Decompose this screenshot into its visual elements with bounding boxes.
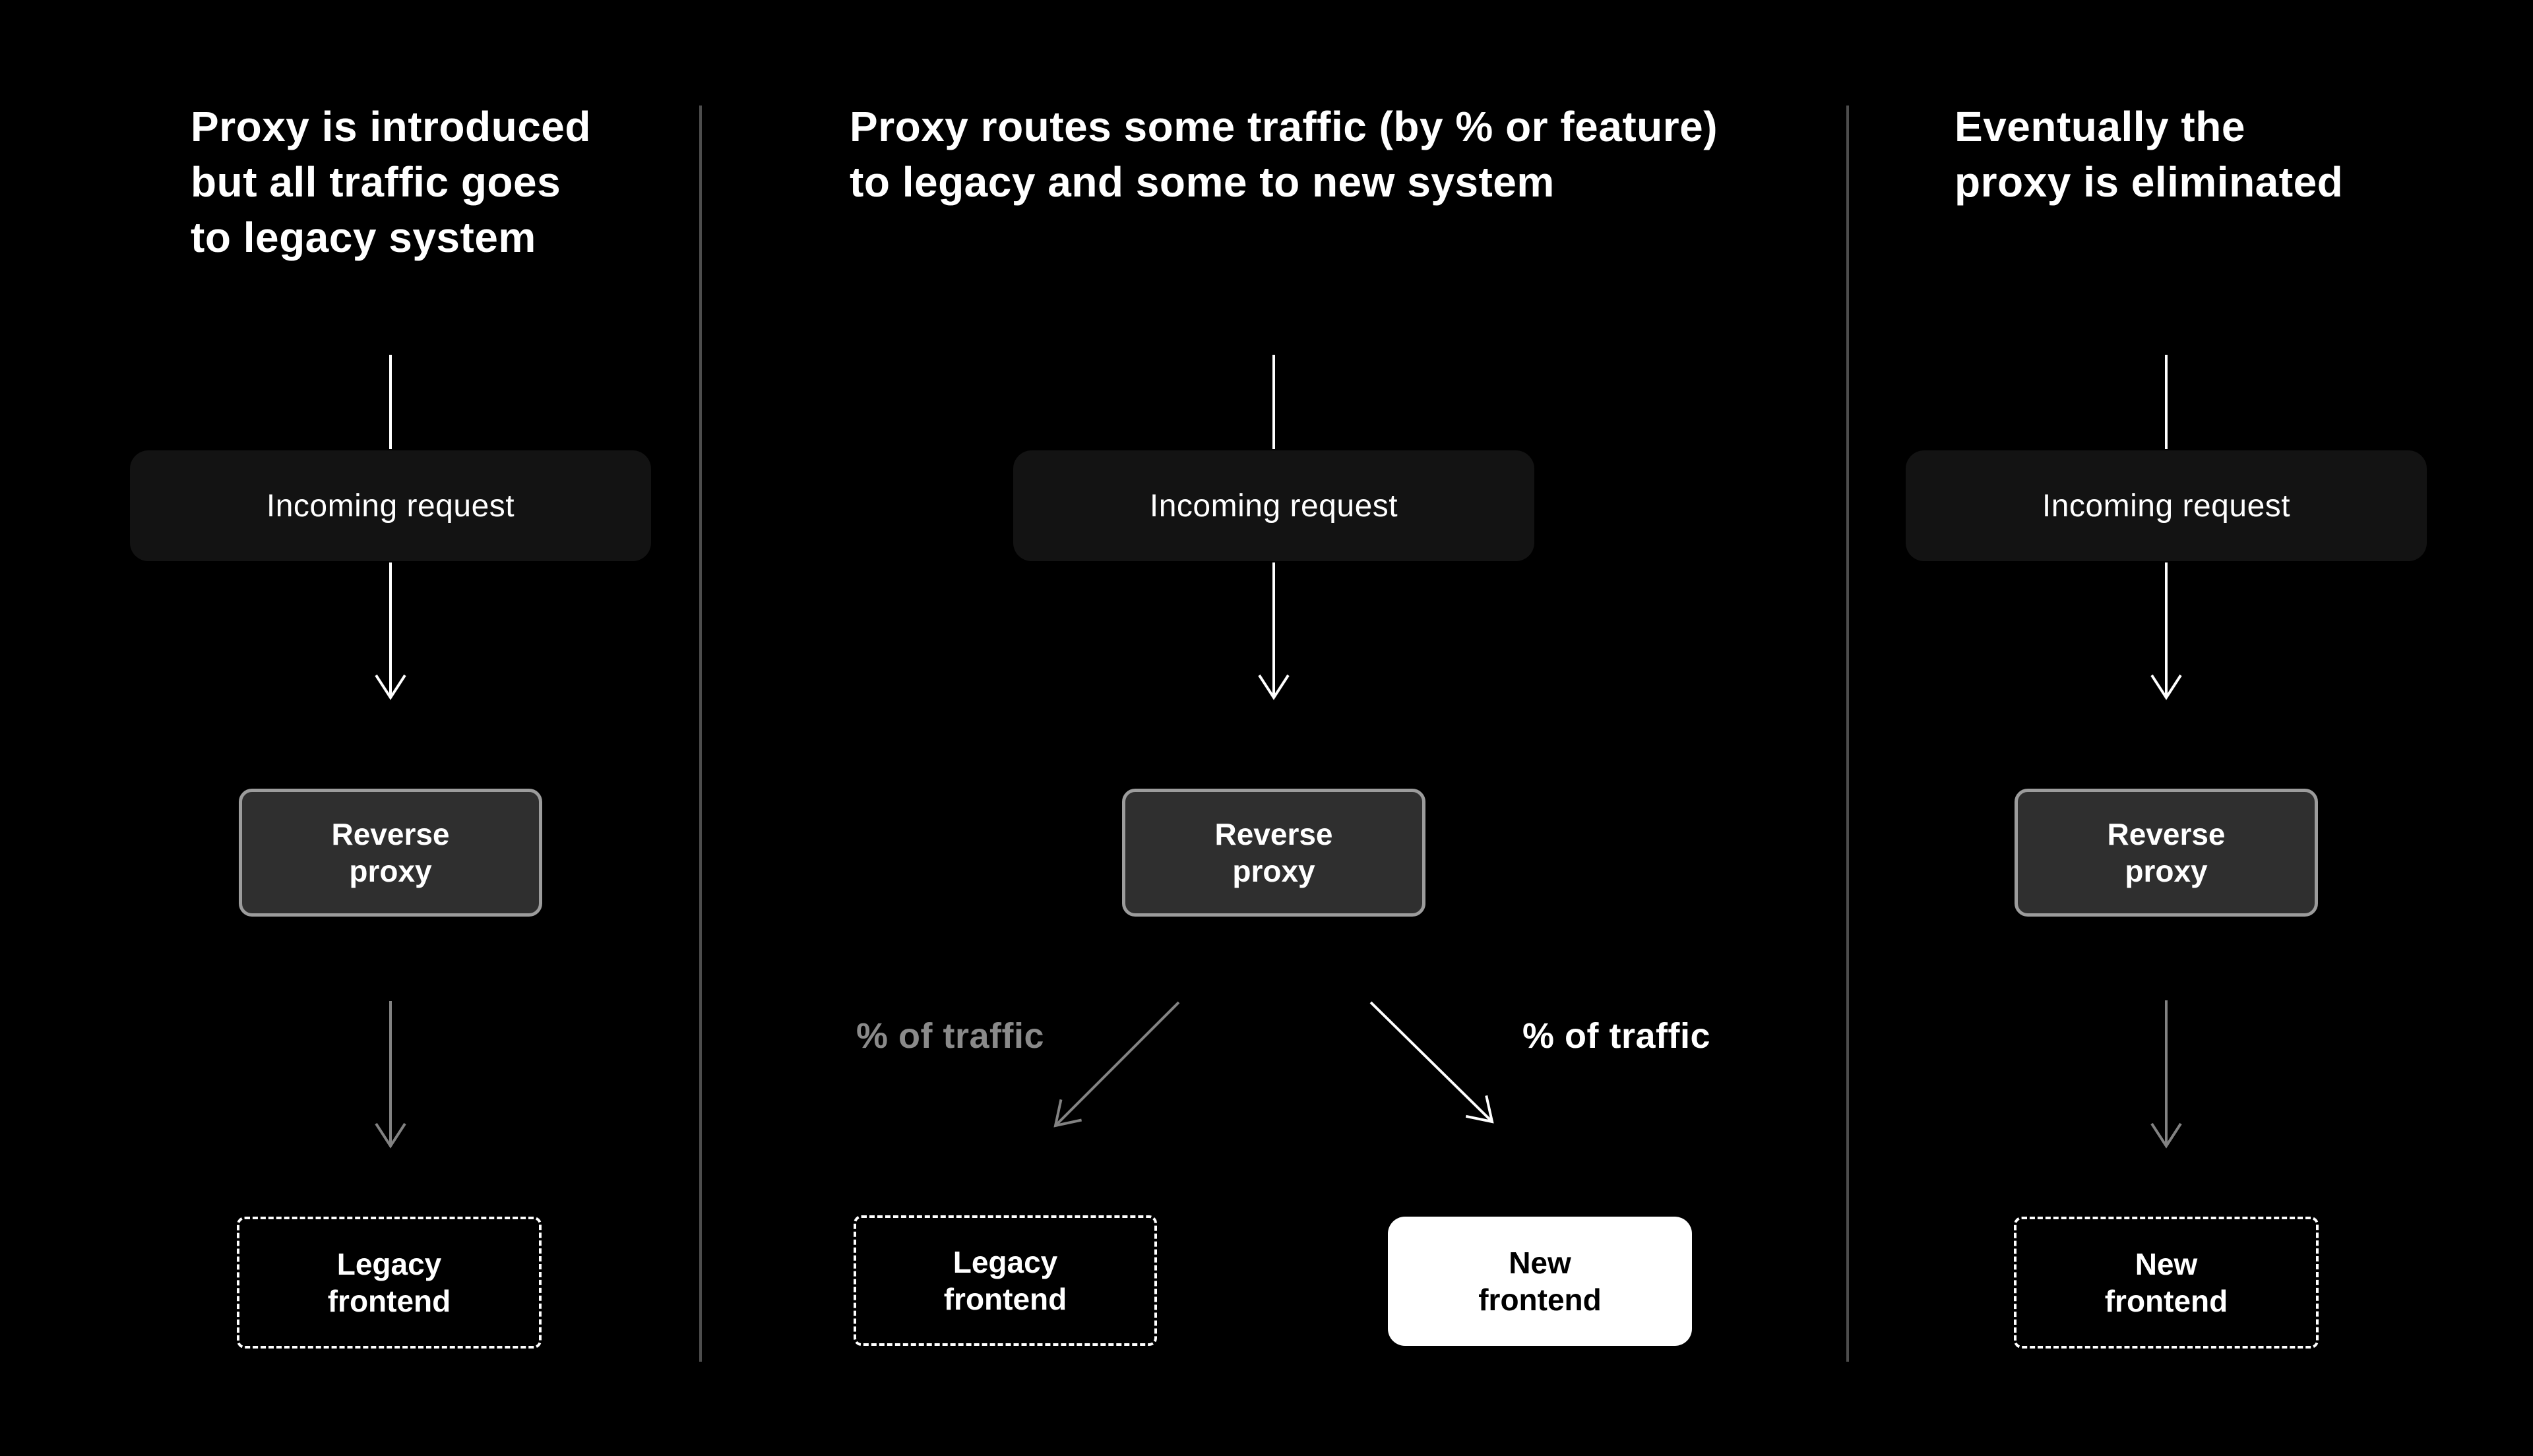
panel1-reverse-proxy-label: Reverse proxy [331, 817, 450, 888]
panel2-legacy-frontend-label: Legacy frontend [943, 1245, 1067, 1316]
panel2-traffic-left-label: % of traffic [856, 1016, 1044, 1056]
panel2-traffic-right-label: % of traffic [1522, 1016, 1711, 1056]
panel2-new-frontend-label: New frontend [1478, 1246, 1602, 1317]
panel3-new-frontend-label: New frontend [2104, 1247, 2228, 1318]
panel1-legacy-frontend-box: Legacy frontend [237, 1217, 542, 1349]
panel3-reverse-proxy-box: Reverse proxy [2015, 789, 2318, 917]
panel2-arrow-proxy-to-legacy [1053, 1001, 1180, 1128]
panel3-new-frontend-box: New frontend [2014, 1217, 2319, 1349]
panel2-arrow-proxy-to-new [1369, 1001, 1494, 1124]
panel1-title: Proxy is introduced but all traffic goes… [191, 103, 591, 261]
panel3-incoming-request-box: Incoming request [1906, 450, 2427, 561]
panel3-incoming-request-label: Incoming request [2042, 488, 2291, 524]
panel3-title: Eventually the proxy is eliminated [1954, 103, 2344, 206]
panel1-legacy-frontend-label: Legacy frontend [327, 1247, 451, 1318]
panel2-legacy-frontend-box: Legacy frontend [854, 1215, 1157, 1346]
panel2-reverse-proxy-label: Reverse proxy [1214, 817, 1333, 888]
panel3-reverse-proxy-label: Reverse proxy [2107, 817, 2226, 888]
panel2-reverse-proxy-box: Reverse proxy [1122, 789, 1425, 917]
panel-divider-left [699, 106, 702, 1362]
panel1-incoming-request-label: Incoming request [266, 488, 515, 524]
panel-divider-right [1846, 106, 1849, 1362]
panel2-title: Proxy routes some traffic (by % or featu… [850, 103, 1718, 206]
panel2-incoming-request-box: Incoming request [1013, 450, 1534, 561]
panel2-new-frontend-box: New frontend [1388, 1217, 1692, 1346]
panel1-incoming-request-box: Incoming request [130, 450, 651, 561]
panel2-incoming-request-label: Incoming request [1149, 488, 1398, 524]
panel1-reverse-proxy-box: Reverse proxy [239, 789, 542, 917]
